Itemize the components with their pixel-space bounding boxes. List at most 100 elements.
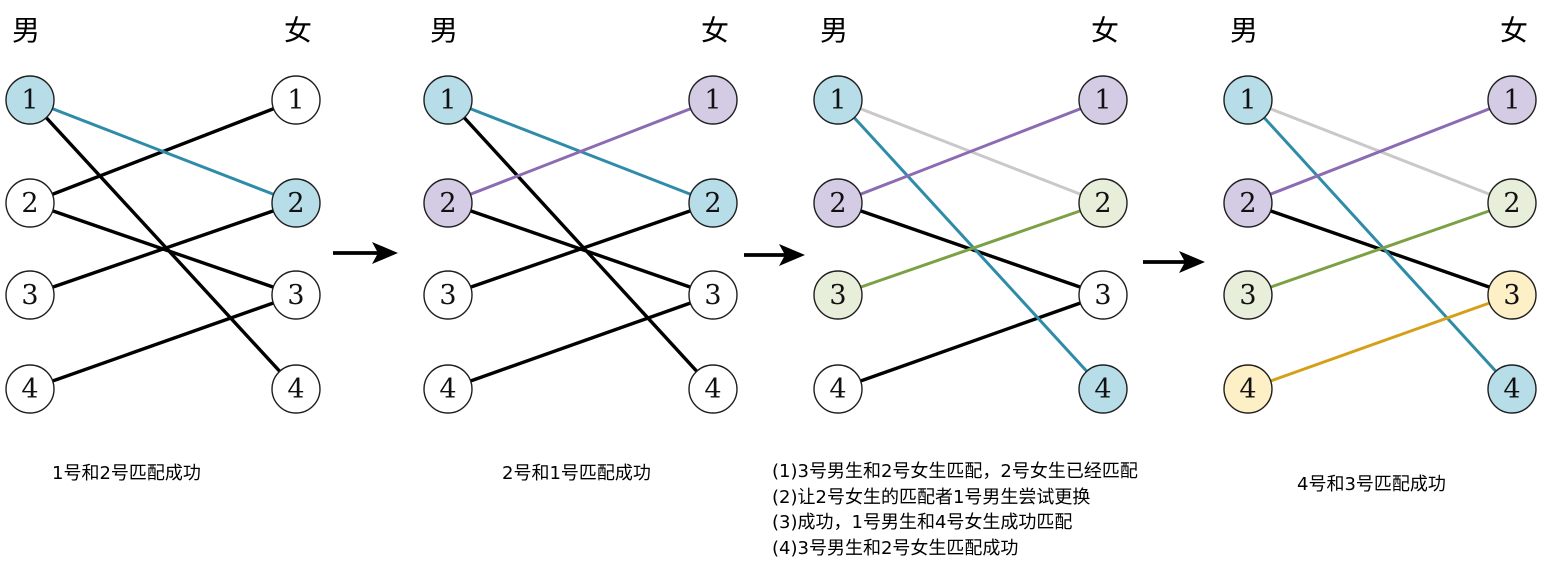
male-node-3-label: 3 — [439, 280, 456, 311]
caption-line: (1)3号男生和2号女生匹配，2号女生已经匹配 — [772, 461, 1138, 482]
male-node-2-circle — [1223, 178, 1273, 228]
step-arrow-icon — [744, 244, 805, 266]
female-column-label: 女 — [284, 14, 312, 47]
female-node-3-label: 3 — [1094, 280, 1111, 311]
male-column-label: 男 — [1230, 14, 1258, 47]
male-node-4-circle — [5, 364, 55, 414]
edge-male4-female3 — [837, 293, 1104, 391]
male-node-4-label: 4 — [21, 374, 38, 405]
male-node-1-circle — [423, 75, 473, 125]
edge-male2-female1 — [837, 98, 1104, 205]
arrow-head — [779, 244, 805, 266]
panel-4: 男 女 1 2 3 4 1 2 3 4 — [1223, 14, 1537, 414]
female-node-3-circle — [688, 270, 738, 320]
edge-male1-female4 — [1246, 98, 1514, 391]
female-node-4-label: 4 — [704, 374, 721, 405]
panel-1-caption: 1号和2号匹配成功 — [52, 461, 201, 487]
female-node-1-circle — [1078, 75, 1128, 125]
male-node-3-circle — [5, 270, 55, 320]
caption-line: 1号和2号匹配成功 — [52, 463, 201, 484]
caption-line: (2)让2号女生的匹配者1号男生尝试更换 — [772, 486, 1091, 508]
male-column-label: 男 — [430, 14, 458, 47]
edge-male2-female1 — [1247, 98, 1513, 205]
female-node-1-circle — [1487, 75, 1537, 125]
male-node-4-label: 4 — [439, 374, 456, 405]
female-node-2-circle — [1487, 178, 1537, 228]
edge-male3-female2 — [29, 201, 297, 297]
female-column-label: 女 — [701, 14, 729, 47]
female-node-2-circle — [271, 178, 321, 228]
male-node-4-label: 4 — [829, 374, 846, 405]
arrow-head — [1179, 251, 1205, 273]
male-node-3-circle — [1223, 270, 1273, 320]
male-node-1-label: 1 — [1239, 85, 1256, 116]
male-node-4-circle — [813, 364, 863, 414]
female-node-3-label: 3 — [704, 280, 721, 311]
female-node-1-label: 1 — [704, 85, 721, 116]
male-node-2-label: 2 — [439, 188, 456, 219]
caption-line: 2号和1号匹配成功 — [502, 463, 651, 484]
edge-male3-female2 — [1247, 201, 1513, 297]
caption-line: (4)3号男生和2号女生匹配成功 — [772, 537, 1019, 559]
male-node-2-label: 2 — [1239, 188, 1256, 219]
female-node-2-label: 2 — [287, 188, 304, 219]
male-column-label: 男 — [12, 14, 40, 47]
edge-male1-female4 — [28, 98, 298, 391]
female-node-3-circle — [1078, 270, 1128, 320]
female-node-3-circle — [1487, 270, 1537, 320]
caption-line: (3)成功，1号男生和4号女生成功匹配 — [772, 512, 1073, 533]
male-node-3-label: 3 — [1239, 280, 1256, 311]
female-node-2-label: 2 — [1094, 188, 1111, 219]
male-node-1-label: 1 — [439, 85, 456, 116]
female-node-4-label: 4 — [287, 374, 304, 405]
female-node-1-label: 1 — [287, 85, 304, 116]
female-column-label: 女 — [1500, 14, 1528, 47]
male-node-1-label: 1 — [21, 85, 38, 116]
male-node-4-circle — [423, 364, 473, 414]
male-node-2-circle — [423, 178, 473, 228]
female-node-2-label: 2 — [1503, 188, 1520, 219]
male-node-3-label: 3 — [829, 280, 846, 311]
female-node-1-label: 1 — [1503, 85, 1520, 116]
female-node-3-circle — [271, 270, 321, 320]
panel-2-caption: 2号和1号匹配成功 — [502, 461, 651, 487]
female-node-1-label: 1 — [1094, 85, 1111, 116]
female-node-4-circle — [1078, 364, 1128, 414]
female-node-3-label: 3 — [287, 280, 304, 311]
female-node-2-label: 2 — [704, 188, 721, 219]
step-arrow-icon — [1143, 251, 1205, 273]
arrow-head — [372, 242, 398, 264]
edge-male1-female4 — [446, 98, 715, 391]
panel-1: 男女12341234 — [5, 14, 321, 414]
female-node-4-circle — [1487, 364, 1537, 414]
female-node-2-circle — [688, 178, 738, 228]
panel-3-caption: (1)3号男生和2号女生匹配，2号女生已经匹配 (2)让2号女生的匹配者1号男生尝… — [772, 459, 1138, 561]
edge-male3-female2 — [837, 201, 1104, 297]
male-node-2-label: 2 — [21, 188, 38, 219]
edge-male2-female1 — [447, 98, 714, 205]
female-node-4-label: 4 — [1094, 374, 1111, 405]
female-node-2-circle — [1078, 178, 1128, 228]
male-node-4-circle — [1223, 364, 1273, 414]
female-column-label: 女 — [1091, 14, 1119, 47]
female-node-3-label: 3 — [1503, 280, 1520, 311]
male-node-4-label: 4 — [1239, 374, 1256, 405]
panel-3: 男女12341234 — [813, 14, 1128, 414]
edge-male4-female3 — [1247, 293, 1513, 391]
edge-male3-female2 — [447, 201, 714, 297]
male-node-1-label: 1 — [829, 85, 846, 116]
male-node-2-circle — [813, 178, 863, 228]
edge-male1-female4 — [836, 98, 1105, 391]
male-node-2-label: 2 — [829, 188, 846, 219]
female-node-4-circle — [688, 364, 738, 414]
female-node-1-circle — [271, 75, 321, 125]
female-node-4-label: 4 — [1503, 374, 1520, 405]
panel-4-caption: 4号和3号匹配成功 — [1297, 472, 1446, 498]
edge-male4-female3 — [447, 293, 714, 391]
step-arrow-icon — [333, 242, 398, 264]
male-node-1-circle — [813, 75, 863, 125]
panel-2: 男 女 1 2 3 4 1 2 3 4 — [423, 14, 738, 414]
edge-male4-female3 — [29, 293, 297, 391]
